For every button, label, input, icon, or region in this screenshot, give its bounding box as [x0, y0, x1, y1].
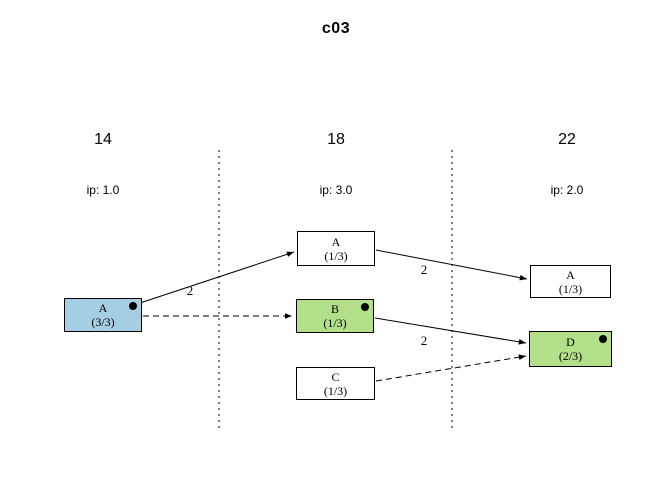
marker-dot-icon [129, 302, 137, 310]
node-fraction: (1/3) [323, 316, 347, 330]
edge-t18A-t22A [375, 249, 528, 281]
column-ip-14: ip: 1.0 [86, 183, 120, 197]
column-ip-18: ip: 3.0 [319, 183, 353, 197]
node-fraction: (2/3) [558, 349, 583, 363]
node-t22-A: A (1/3) [530, 265, 611, 298]
node-t18-B: B (1/3) [296, 299, 374, 333]
node-fraction: (1/3) [324, 248, 348, 263]
node-label: B [330, 302, 339, 316]
node-t18-C: C (1/3) [296, 367, 375, 400]
node-t18-A: A (1/3) [297, 231, 375, 266]
column-time-18: 18 [327, 131, 345, 148]
node-fraction: (1/3) [558, 281, 583, 296]
column-time-14: 14 [94, 131, 112, 148]
node-label: D [566, 335, 575, 349]
column-ip-22: ip: 2.0 [550, 183, 584, 197]
marker-dot-icon [361, 303, 369, 311]
column-time-22: 22 [558, 131, 576, 148]
edge-t14A-t18A [139, 251, 295, 304]
node-label: A [331, 234, 341, 249]
node-t22-D: D (2/3) [529, 331, 612, 367]
edge-label-t14A-t18A: 2 [186, 283, 194, 298]
plot-title: c03 [321, 20, 351, 37]
edge-t18B-t22D [374, 317, 527, 345]
edge-label-t18A-t22A: 2 [420, 262, 428, 277]
node-t14-A: A (3/3) [64, 298, 142, 332]
node-label: A [98, 301, 108, 315]
node-label: A [566, 267, 575, 282]
marker-dot-icon [599, 335, 607, 343]
node-fraction: (1/3) [323, 383, 348, 398]
node-label: C [331, 369, 340, 384]
node-fraction: (3/3) [91, 315, 115, 329]
edge-t18C-t22D [375, 354, 527, 382]
edge-label-t18B-t22D: 2 [420, 333, 428, 348]
